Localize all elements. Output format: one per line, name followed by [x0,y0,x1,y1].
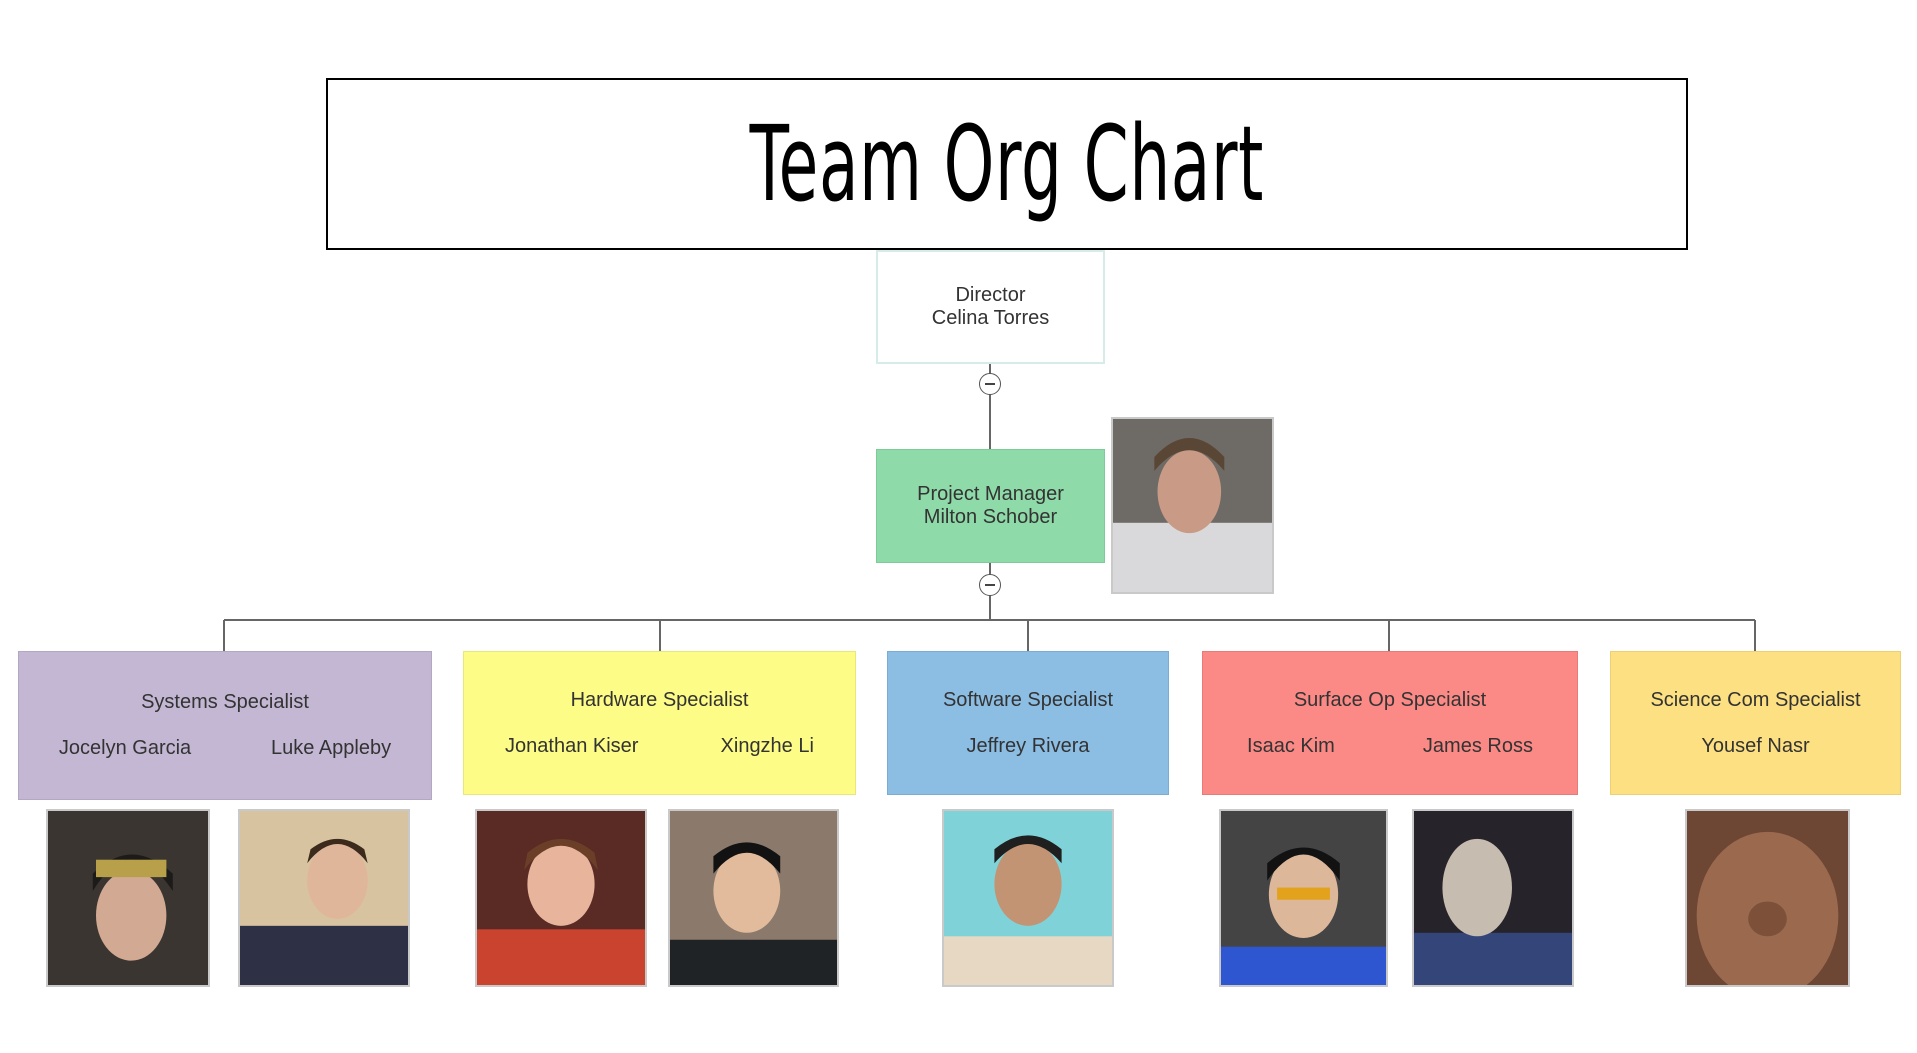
team-role: Surface Op Specialist [1293,688,1487,711]
member-name: Xingzhe Li [720,734,814,757]
director-node[interactable]: Director Celina Torres [876,250,1105,364]
collapse-minus-icon[interactable] [979,574,1001,596]
team-role: Software Specialist [942,688,1114,711]
member-name: Isaac Kim [1247,734,1335,757]
member-name: Jocelyn Garcia [58,737,192,759]
manager-role: Project Manager [917,483,1064,505]
team-node-science-com[interactable]: Science Com Specialist Yousef Nasr [1610,651,1901,795]
member-name: Luke Appleby [270,737,392,759]
member-name: Jonathan Kiser [505,734,639,757]
collapse-minus-icon[interactable] [979,373,1001,395]
team-role: Systems Specialist [141,691,309,713]
team-node-systems[interactable]: Systems Specialist Jocelyn Garcia Luke Ap… [18,651,432,800]
person-photo-icon [1412,809,1574,987]
director-name: Celina Torres [931,307,1050,329]
person-photo-icon [475,809,647,987]
person-photo-icon [238,809,410,987]
member-name: James Ross [1422,734,1533,757]
member-name: Jeffrey Rivera [966,734,1090,757]
team-node-surface-op[interactable]: Surface Op Specialist Isaac Kim James Ros… [1202,651,1578,795]
member-name: Yousef Nasr [1701,734,1810,757]
person-photo-icon [668,809,839,987]
manager-name: Milton Schober [923,506,1058,528]
team-node-software[interactable]: Software Specialist Jeffrey Rivera [887,651,1169,795]
manager-node[interactable]: Project Manager Milton Schober [876,449,1105,563]
team-role: Science Com Specialist [1650,688,1861,711]
person-photo-icon [1111,417,1274,594]
person-photo-icon [46,809,210,987]
chart-title: Team Org Chart [749,103,1265,225]
person-photo-icon [942,809,1114,987]
title-box: Team Org Chart [326,78,1688,250]
team-node-hardware[interactable]: Hardware Specialist Jonathan Kiser Xingzh… [463,651,856,795]
person-photo-icon [1219,809,1388,987]
team-role: Hardware Specialist [570,688,749,711]
person-photo-icon [1685,809,1850,987]
director-role: Director [955,284,1026,306]
